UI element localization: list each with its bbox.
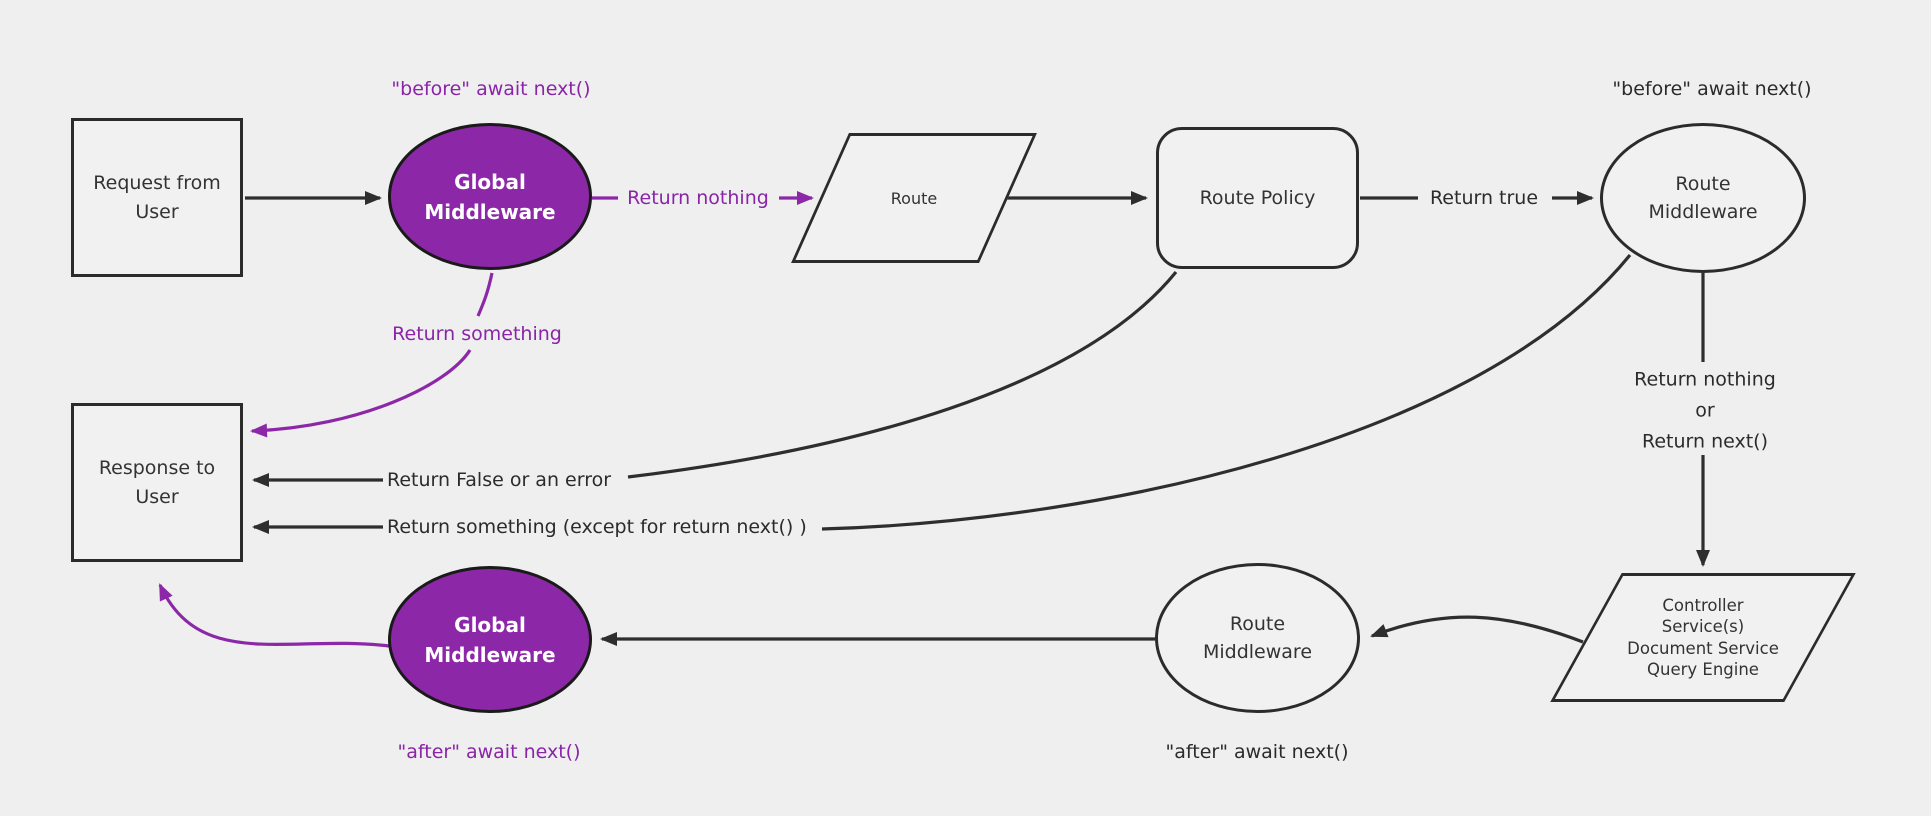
label-return-true: Return true bbox=[1429, 187, 1539, 209]
label-return-nothing-or-next: Return nothing or Return next() bbox=[1634, 365, 1776, 458]
label-before-await-next-right: "before" await next() bbox=[1612, 78, 1812, 100]
controller-line-1: Controller bbox=[1662, 595, 1744, 615]
label-after-await-next-right: "after" await next() bbox=[1165, 741, 1349, 763]
label-after-await-next-left: "after" await next() bbox=[397, 741, 581, 763]
edge-return-except-curve bbox=[821, 253, 1632, 531]
controller-line-4: Query Engine bbox=[1647, 660, 1759, 679]
node-response-label: Response to User bbox=[98, 457, 216, 508]
node-controller-services: Controller Service(s) Document Service Q… bbox=[1550, 573, 1856, 702]
label-return-something-except: Return something (except for return next… bbox=[387, 516, 807, 538]
edge-global-return-something-stub bbox=[476, 272, 494, 317]
node-response-to-user: Response to User bbox=[71, 403, 243, 562]
node-route-middleware-top-label: Route Middleware bbox=[1648, 172, 1758, 224]
label-return-false-or-error: Return False or an error bbox=[387, 469, 612, 491]
node-route-middleware-bottom-label: Route Middleware bbox=[1202, 612, 1313, 664]
node-route-policy-label: Route Policy bbox=[1199, 186, 1316, 209]
node-route-middleware-top: Route Middleware bbox=[1600, 123, 1806, 273]
controller-line-3: Document Service bbox=[1627, 638, 1779, 658]
node-request-from-user: Request from User bbox=[71, 118, 243, 277]
label-return-nothing-or-next-line3: Return next() bbox=[1641, 430, 1769, 453]
edge-global-bottom-to-response bbox=[158, 583, 390, 648]
node-route: Route bbox=[791, 133, 1037, 263]
node-global-middleware-top-label: Global Middleware bbox=[424, 169, 556, 224]
node-global-middleware-top: Global Middleware bbox=[388, 123, 592, 270]
label-return-nothing-or-next-line1: Return nothing bbox=[1634, 368, 1776, 391]
node-route-label: Route bbox=[890, 188, 938, 208]
edge-return-something-curve bbox=[250, 349, 472, 438]
node-global-middleware-bottom: Global Middleware bbox=[388, 566, 592, 713]
label-before-await-next-left: "before" await next() bbox=[391, 78, 591, 100]
node-global-middleware-bottom-label: Global Middleware bbox=[424, 612, 556, 667]
node-route-middleware-bottom: Route Middleware bbox=[1155, 563, 1360, 713]
label-return-something: Return something bbox=[392, 323, 562, 345]
controller-line-2: Service(s) bbox=[1661, 617, 1745, 636]
label-return-nothing: Return nothing bbox=[627, 187, 769, 209]
node-request-label: Request from User bbox=[93, 172, 221, 223]
node-route-policy: Route Policy bbox=[1156, 127, 1359, 269]
edge-return-false-curve bbox=[627, 270, 1178, 479]
label-return-nothing-or-next-line2: or bbox=[1695, 399, 1715, 422]
